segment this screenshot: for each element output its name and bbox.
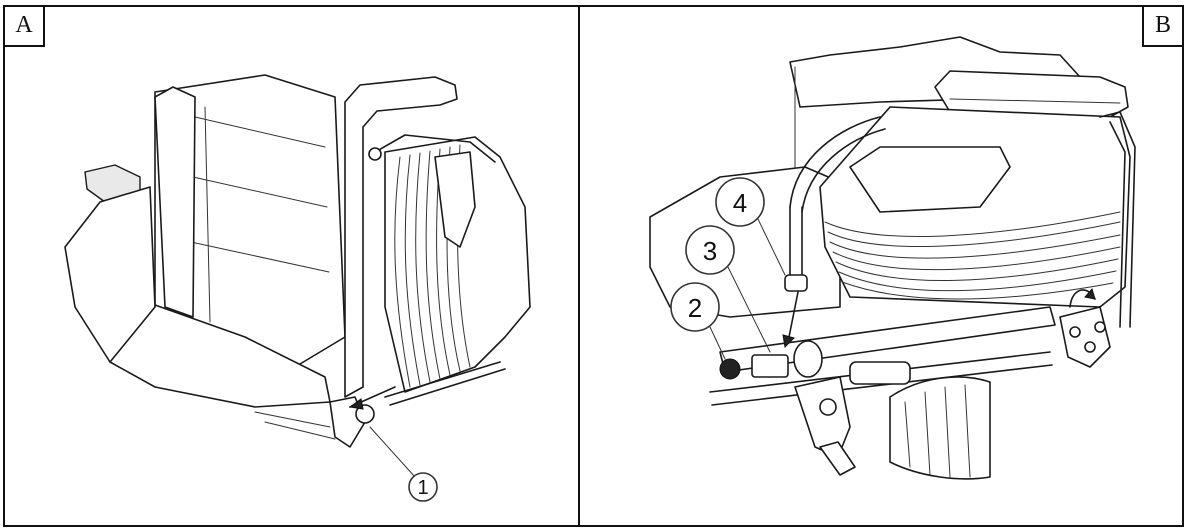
panel-a: A [3, 5, 580, 527]
callout-2-label: 2 [688, 293, 702, 323]
wheel [889, 376, 991, 480]
caster-fork [794, 376, 851, 458]
callout-1-circle [408, 472, 438, 502]
callout-3-circle [685, 225, 735, 275]
wheelchair-armrest-mount-illustration: 4 3 2 [649, 36, 1136, 480]
brake-cylinder [849, 361, 911, 385]
callout-4-label: 4 [733, 188, 747, 218]
callout-2-circle [670, 282, 720, 332]
wheelchair-seat-folded-illustration: 1 [64, 74, 531, 502]
release-knob [793, 340, 823, 378]
callout-4-circle [715, 177, 765, 227]
callout-3-label: 3 [703, 236, 717, 266]
panel-label-b: B [1142, 7, 1182, 47]
receiver-socket [751, 354, 789, 378]
mounting-bracket [329, 396, 366, 448]
push-handle [344, 76, 458, 398]
callout-1-label: 1 [417, 477, 428, 499]
panel-label-a: A [5, 7, 45, 47]
hinge-bracket [1059, 306, 1111, 368]
armrest-post-end [784, 274, 808, 292]
insert-arrow [787, 291, 799, 343]
panel-b: B [578, 5, 1184, 527]
back-post-left [154, 86, 196, 318]
